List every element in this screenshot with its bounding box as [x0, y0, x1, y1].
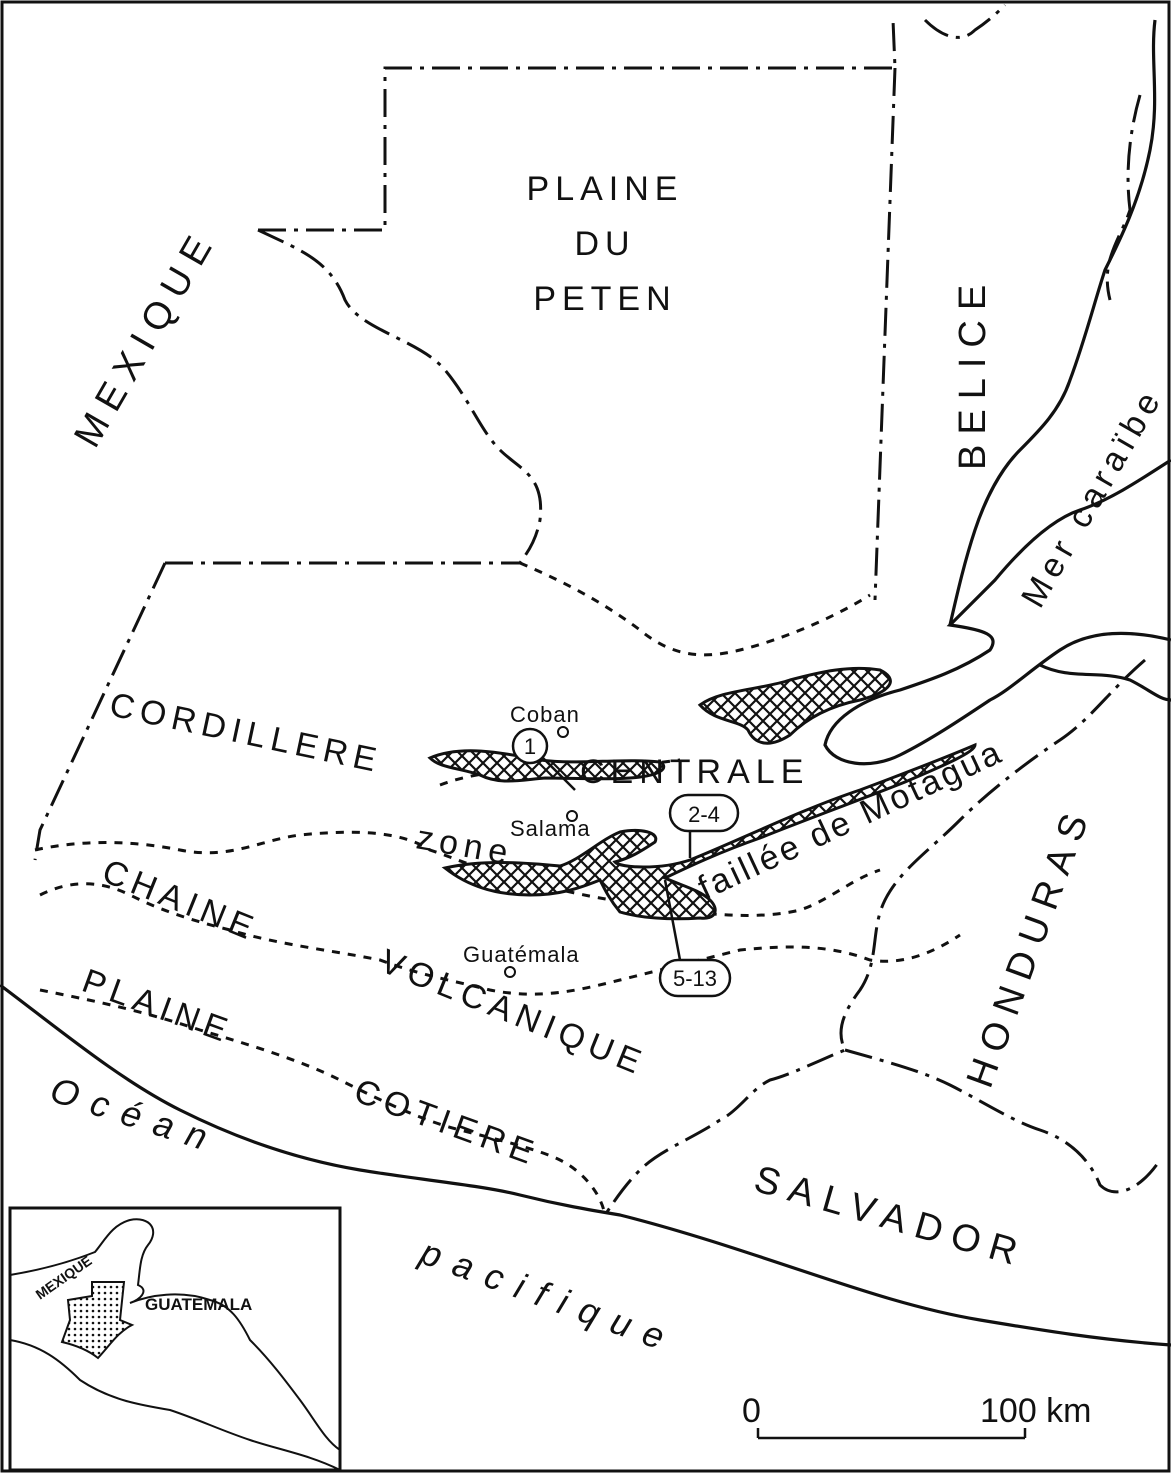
outcrop-motagua: [441, 742, 977, 921]
border-salvador: [844, 1048, 1162, 1194]
svg-text:1: 1: [524, 734, 536, 759]
boundary-cordillera-south: [34, 830, 881, 917]
outcrop-north-east: [697, 666, 892, 745]
border-belize-west: [873, 67, 897, 601]
belize-coast: [948, 19, 1157, 626]
label-mexique: MEXIQUE: [66, 221, 225, 454]
boundary-cordillera-north: [519, 561, 871, 657]
border-mexico-river: [257, 228, 543, 564]
label-du: DU: [574, 225, 635, 263]
label-belice: BELICE: [952, 275, 994, 470]
label-plaine-cotiere-1: PLAINE: [77, 962, 237, 1051]
boundary-coastal-plain: [39, 988, 607, 1216]
coban-town-dot: [557, 726, 569, 738]
label-zone: zone: [414, 818, 517, 872]
label-chaine: CHAINE: [97, 852, 264, 949]
honduras-coast: [1039, 663, 1171, 702]
svg-text:2-4: 2-4: [688, 802, 720, 827]
pacific-coast: [0, 983, 1171, 1347]
label-guatemala-city: Guatémala: [463, 942, 580, 967]
inset-map: MEXIQUE GUATEMALA: [8, 1206, 342, 1472]
label-honduras: HONDURAS: [959, 799, 1100, 1093]
label-peten: PETEN: [533, 280, 676, 318]
label-pacifique: pacifique: [414, 1231, 683, 1362]
guatemala-town-dot: [504, 966, 516, 978]
border-east-belize: [1105, 94, 1142, 301]
svg-text:0: 0: [742, 1392, 761, 1430]
label-mer-caraibe: Mer caraïbe: [1014, 381, 1171, 614]
boundary-volcanic-south: [39, 882, 961, 996]
label-coban: Coban: [510, 702, 580, 727]
border-peten-north: [258, 19, 897, 232]
caribbean-coast: [823, 458, 1171, 766]
border-belize-top: [923, 3, 1007, 39]
label-cotiere: COTIERE: [349, 1072, 543, 1174]
salama-town-dot: [566, 810, 578, 822]
site-2-4-marker: 2-4: [668, 793, 740, 858]
site-1-marker: 1: [511, 727, 576, 791]
scale-bar: 0 100 km: [742, 1392, 1092, 1440]
svg-text:5-13: 5-13: [673, 966, 717, 991]
inset-guatemala-shape: [60, 1281, 135, 1360]
site-5-13-marker: 5-13: [658, 879, 732, 998]
label-cordillere: CORDILLERE: [106, 686, 385, 781]
inset-label-guatemala: GUATEMALA: [145, 1295, 252, 1314]
svg-text:100 km: 100 km: [980, 1392, 1092, 1430]
boundary-zone-fault: [439, 758, 681, 787]
label-salama: Salama: [510, 816, 591, 841]
border-honduras: [603, 658, 1146, 1216]
inset-coastline: [9, 1218, 341, 1471]
label-plaine: PLAINE: [527, 170, 684, 208]
label-salvador: SALVADOR: [750, 1158, 1032, 1276]
label-centrale: CENTRALE: [580, 753, 809, 791]
